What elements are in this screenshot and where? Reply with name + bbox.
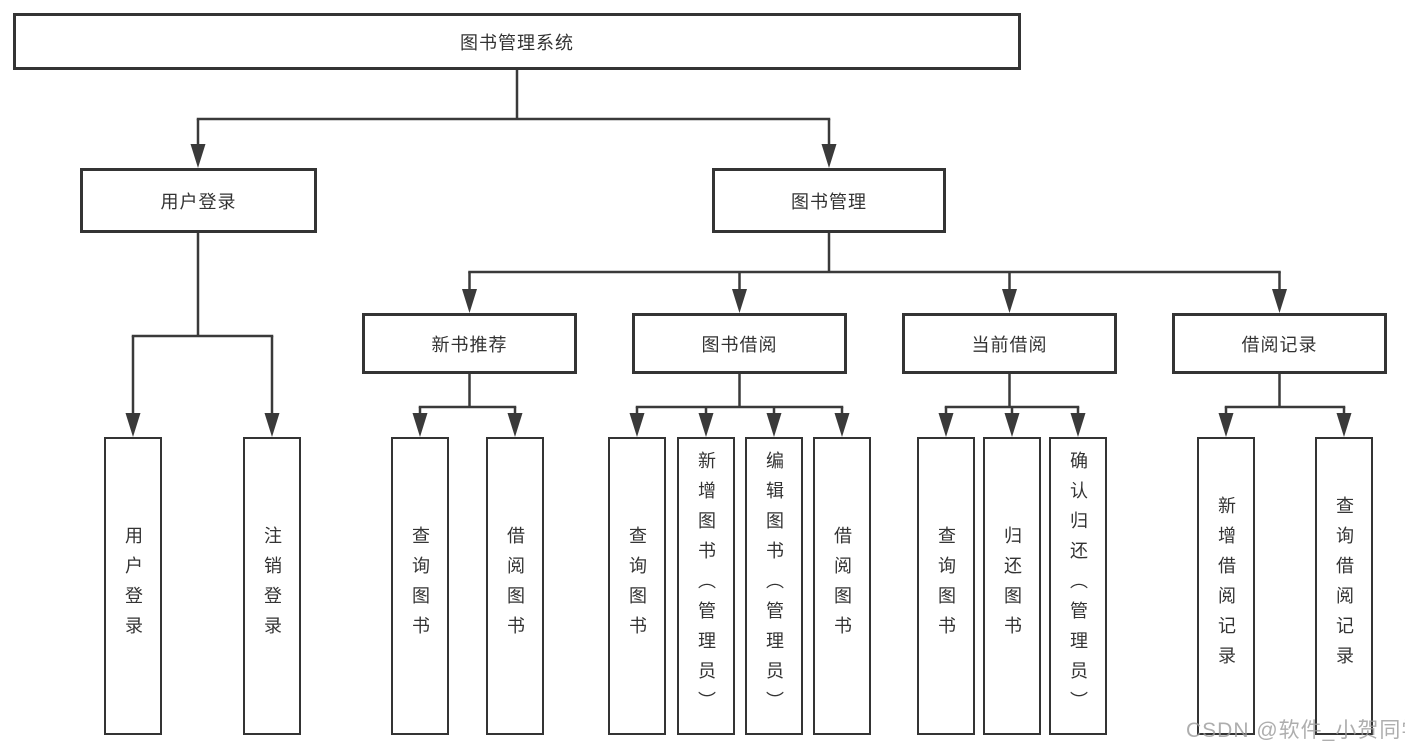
leaf-query-books-current: 查询图书 [917, 437, 975, 735]
node-book-management: 图书管理 [712, 168, 946, 233]
leaf-confirm-return-admin-label: 确认归还（管理员） [1068, 451, 1088, 721]
leaf-edit-book-admin: 编辑图书（管理员） [745, 437, 803, 735]
node-current-borrow-label: 当前借阅 [971, 334, 1048, 355]
node-book-borrow-label: 图书借阅 [701, 334, 778, 355]
leaf-add-book-admin-label: 新增图书（管理员） [696, 451, 716, 721]
leaf-logout-label: 注销登录 [262, 526, 282, 646]
leaf-query-books-current-label: 查询图书 [936, 526, 956, 646]
node-user-login-label: 用户登录 [160, 191, 237, 212]
node-book-management-label: 图书管理 [791, 191, 867, 212]
leaf-logout: 注销登录 [243, 437, 301, 735]
leaf-user-login-label: 用户登录 [123, 526, 143, 646]
leaf-add-borrow-record: 新增借阅记录 [1197, 437, 1255, 735]
leaf-query-borrow-record-label: 查询借阅记录 [1334, 496, 1354, 676]
leaf-query-books-borrow: 查询图书 [608, 437, 666, 735]
leaf-add-borrow-record-label: 新增借阅记录 [1216, 496, 1236, 676]
leaf-return-book-label: 归还图书 [1002, 526, 1022, 646]
node-root-system: 图书管理系统 [13, 13, 1021, 70]
leaf-borrow-books-recommend-label: 借阅图书 [505, 526, 525, 646]
node-book-borrow: 图书借阅 [632, 313, 847, 374]
leaf-user-login: 用户登录 [104, 437, 162, 735]
leaf-return-book: 归还图书 [983, 437, 1041, 735]
leaf-query-borrow-record: 查询借阅记录 [1315, 437, 1373, 735]
leaf-query-books-recommend-label: 查询图书 [410, 526, 430, 646]
node-borrow-records-label: 借阅记录 [1241, 334, 1318, 355]
csdn-watermark: CSDN @软件_小贺同学 [1186, 719, 1405, 742]
node-borrow-records: 借阅记录 [1172, 313, 1387, 374]
leaf-query-books-recommend: 查询图书 [391, 437, 449, 735]
node-root-system-label: 图书管理系统 [460, 32, 574, 53]
leaf-borrow-books: 借阅图书 [813, 437, 871, 735]
leaf-edit-book-admin-label: 编辑图书（管理员） [764, 451, 784, 721]
leaf-confirm-return-admin: 确认归还（管理员） [1049, 437, 1107, 735]
node-current-borrow: 当前借阅 [902, 313, 1117, 374]
node-new-book-recommend-label: 新书推荐 [431, 334, 508, 355]
node-new-book-recommend: 新书推荐 [362, 313, 577, 374]
leaf-query-books-borrow-label: 查询图书 [627, 526, 647, 646]
node-user-login: 用户登录 [80, 168, 317, 233]
leaf-borrow-books-recommend: 借阅图书 [486, 437, 544, 735]
leaf-borrow-books-label: 借阅图书 [832, 526, 852, 646]
leaf-add-book-admin: 新增图书（管理员） [677, 437, 735, 735]
